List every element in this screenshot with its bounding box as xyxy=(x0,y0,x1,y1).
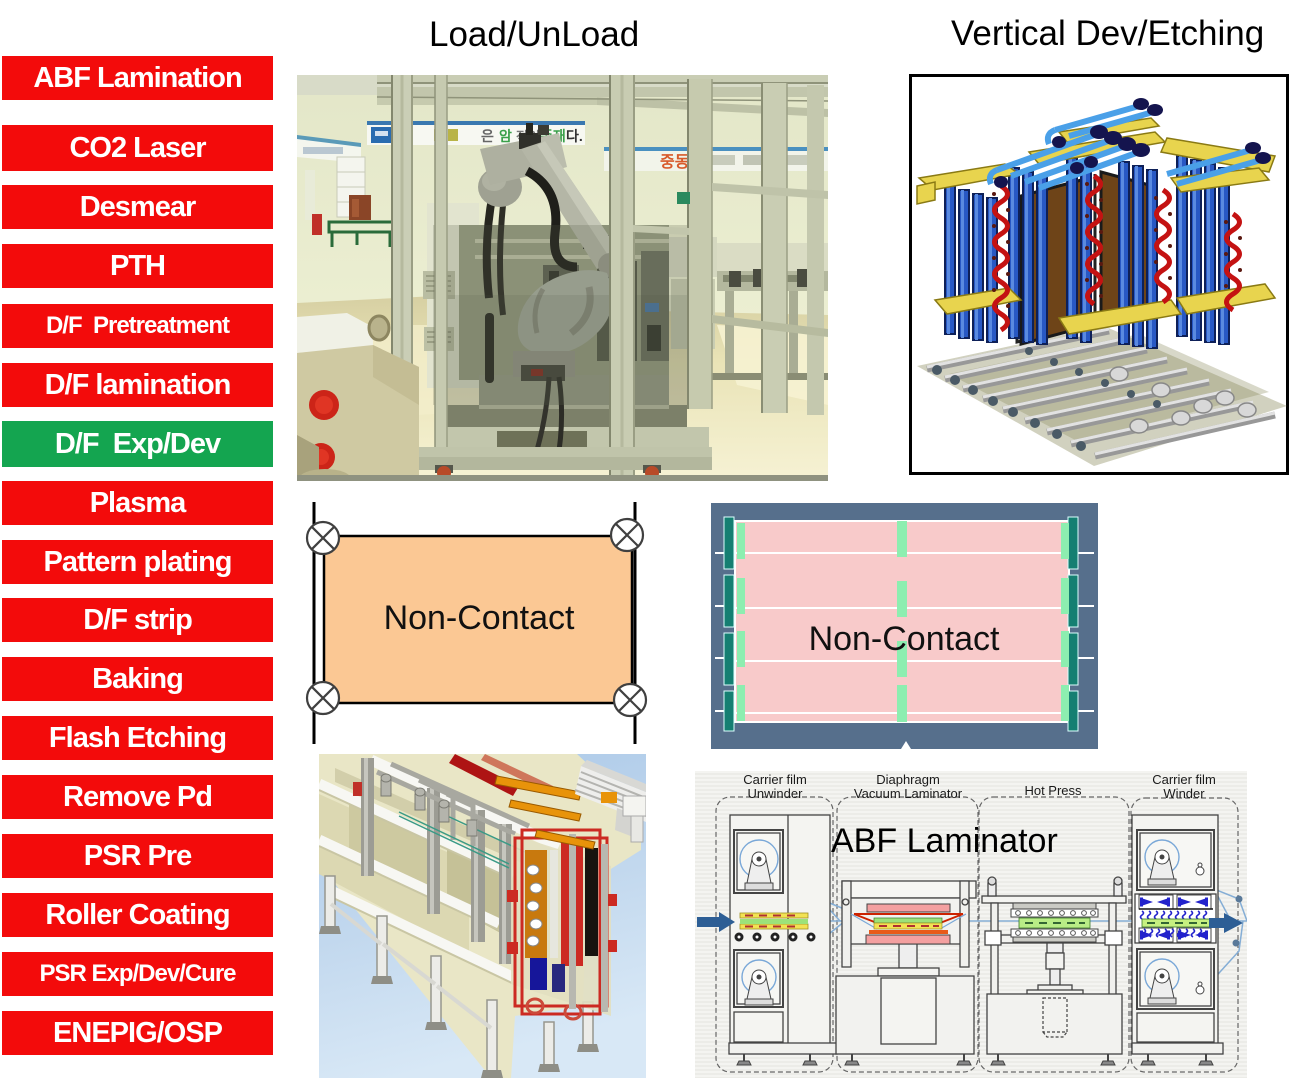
svg-text:Winder: Winder xyxy=(1163,786,1205,801)
svg-text:Vacuum Laminator: Vacuum Laminator xyxy=(854,786,963,801)
svg-text:Hot Press: Hot Press xyxy=(1024,783,1082,798)
svg-text:Carrier film: Carrier film xyxy=(1152,772,1216,787)
svg-text:Carrier film: Carrier film xyxy=(743,772,807,787)
svg-text:ABF Laminator: ABF Laminator xyxy=(831,822,1058,860)
svg-text:은: 은 xyxy=(481,128,494,144)
svg-text:Diaphragm: Diaphragm xyxy=(876,772,940,787)
svg-text:Unwinder: Unwinder xyxy=(748,786,804,801)
svg-text:Non-Contact: Non-Contact xyxy=(809,620,1000,658)
svg-text:다.: 다. xyxy=(566,128,583,144)
svg-text:Non-Contact: Non-Contact xyxy=(384,599,575,637)
svg-text:암: 암 xyxy=(499,128,512,144)
svg-text:중동: 중동 xyxy=(660,153,690,171)
